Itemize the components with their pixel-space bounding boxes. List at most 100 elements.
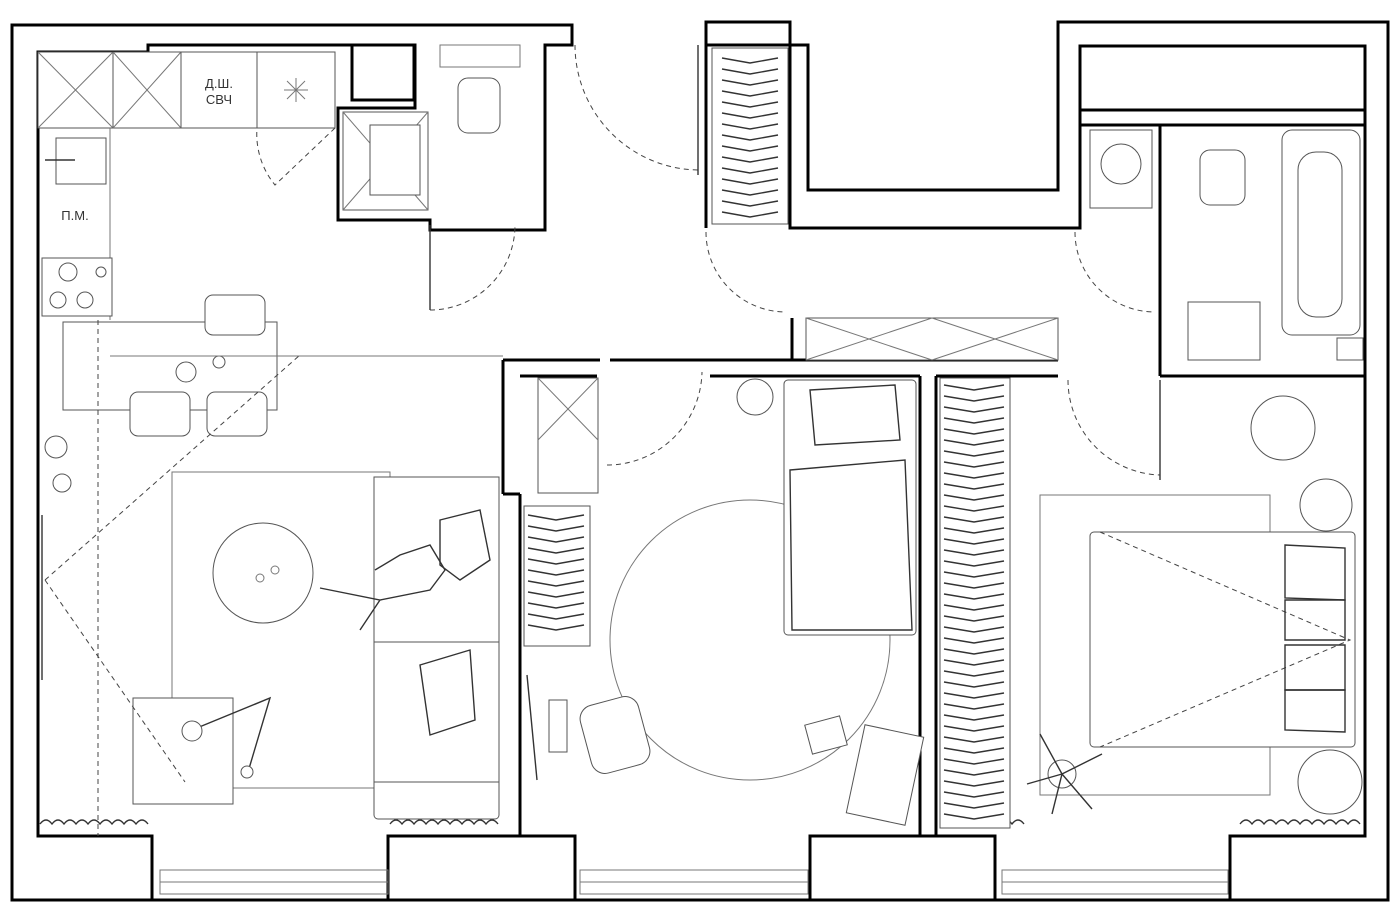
burner-4 xyxy=(95,266,107,278)
snowflake-icon xyxy=(284,78,308,102)
wardrobe-x2 xyxy=(537,377,599,441)
burner-1 xyxy=(58,262,78,282)
door-swing-hall xyxy=(705,231,787,313)
hanger-mark xyxy=(943,791,1005,798)
hanger-mark xyxy=(943,538,1005,545)
hanger-mark xyxy=(943,802,1005,809)
hanger-mark xyxy=(721,200,779,207)
hanger-mark xyxy=(943,725,1005,732)
table-plate xyxy=(175,361,197,383)
hanger-mark xyxy=(527,525,585,532)
speaker-1 xyxy=(44,435,68,459)
hanger-mark xyxy=(721,145,779,152)
fridge-door-swing xyxy=(256,127,336,186)
washbasin-2 xyxy=(1187,301,1261,361)
door-swing-bathroom-2 xyxy=(1074,231,1156,313)
hanger-mark xyxy=(527,558,585,565)
double-bed xyxy=(1089,531,1356,748)
appliance-label-line1: Д.Ш. xyxy=(205,76,233,91)
hanger-mark xyxy=(943,648,1005,655)
hanger-mark xyxy=(943,384,1005,391)
chair-1 xyxy=(204,294,266,336)
top-shaft xyxy=(350,43,416,102)
hanger-mark xyxy=(943,670,1005,677)
hanger-mark xyxy=(527,514,585,521)
speaker-2 xyxy=(52,473,72,493)
hanger-mark xyxy=(943,813,1005,820)
floor-lamp xyxy=(191,696,272,773)
hanger-mark xyxy=(943,450,1005,457)
round-table-1 xyxy=(1250,395,1316,461)
hanger-mark xyxy=(943,681,1005,688)
hanger-mark xyxy=(943,582,1005,589)
hanger-mark xyxy=(721,112,779,119)
hanger-mark xyxy=(721,79,779,86)
floor-lamp-head xyxy=(181,720,203,742)
hanger-mark xyxy=(943,604,1005,611)
wardrobe-study-upper xyxy=(537,377,599,494)
door-swing-entrance xyxy=(574,44,699,171)
hanger-mark xyxy=(943,406,1005,413)
hanger-mark xyxy=(527,613,585,620)
door-swing-bathroom-1 xyxy=(429,224,516,311)
kitchen-sink xyxy=(55,137,107,185)
washbasin-1 xyxy=(369,124,421,196)
round-rug xyxy=(609,499,891,781)
dining-area xyxy=(62,294,503,437)
desk-chair xyxy=(579,696,651,774)
bath2-box xyxy=(1336,337,1364,361)
single-bed xyxy=(783,379,917,636)
hanger-mark xyxy=(943,428,1005,435)
hanger-mark xyxy=(943,483,1005,490)
sofa-cushion-2 xyxy=(373,641,500,783)
hanger-mark xyxy=(721,134,779,141)
hanger-mark xyxy=(943,527,1005,534)
bedroom-tv-view xyxy=(1099,531,1352,748)
living-room xyxy=(41,320,500,836)
hanger-mark xyxy=(943,395,1005,402)
hanger-mark xyxy=(943,472,1005,479)
corridor-storage-x4 xyxy=(931,317,1059,361)
cushion-b xyxy=(419,649,476,736)
hanger-mark xyxy=(527,536,585,543)
person-on-sofa xyxy=(319,544,446,631)
hanger-mark xyxy=(943,736,1005,743)
bedroom-main xyxy=(939,377,1363,829)
hanger-mark xyxy=(527,602,585,609)
hanger-mark xyxy=(943,516,1005,523)
hanger-mark xyxy=(943,560,1005,567)
hanger-mark xyxy=(943,758,1005,765)
chair-2 xyxy=(129,391,191,437)
hanger-mark xyxy=(943,505,1005,512)
bedside-table xyxy=(736,378,774,416)
hanger-mark xyxy=(943,494,1005,501)
round-table-2 xyxy=(1299,478,1353,532)
coffee-cup-2 xyxy=(270,565,280,575)
tray xyxy=(804,715,848,755)
wardrobe-study-lower xyxy=(523,505,591,647)
hanger-mark xyxy=(943,637,1005,644)
hanger-mark xyxy=(527,591,585,598)
coffee-cup-1 xyxy=(255,573,265,583)
hanger-mark xyxy=(527,569,585,576)
bed-pillow xyxy=(809,384,901,446)
armchair xyxy=(132,697,234,805)
hanger-mark xyxy=(943,439,1005,446)
cabinet-cross-1b xyxy=(37,51,114,129)
curtain-room3-right xyxy=(1239,819,1361,826)
hanger-mark xyxy=(721,189,779,196)
toilet-1 xyxy=(457,77,501,134)
pillow-2 xyxy=(1284,599,1346,641)
hanger-mark xyxy=(943,747,1005,754)
door-swing-study xyxy=(606,371,703,466)
hanger-mark xyxy=(943,626,1005,633)
bathroom-2 xyxy=(1089,129,1364,361)
hanger-mark xyxy=(721,57,779,64)
keyboard xyxy=(548,699,568,753)
washing-machine-drum xyxy=(1100,143,1142,185)
desk-edge xyxy=(526,674,538,781)
tv-view-angle xyxy=(44,354,301,783)
hanger-mark xyxy=(721,211,779,218)
table-cup xyxy=(212,355,226,369)
